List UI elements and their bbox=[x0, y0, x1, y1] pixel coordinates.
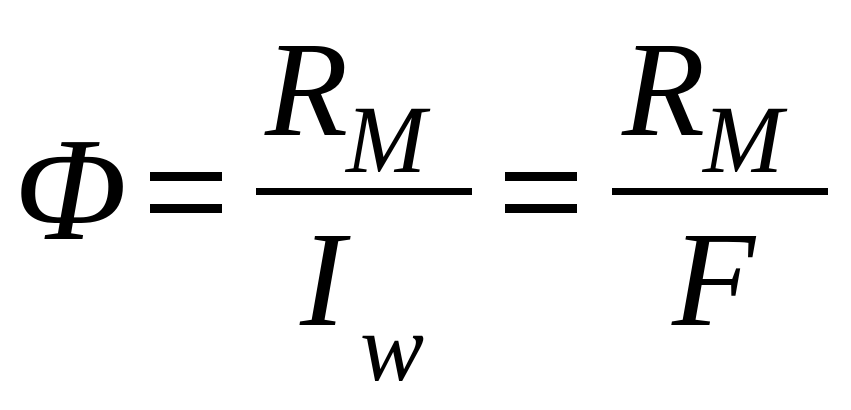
fraction-1-denominator-main: I bbox=[300, 205, 346, 355]
fraction-1-numerator-main: R bbox=[265, 15, 349, 165]
fraction-1-numerator-subscript: M bbox=[346, 86, 426, 193]
fraction-2-numerator-subscript: M bbox=[703, 86, 783, 193]
equals-sign-2-bottom bbox=[505, 204, 577, 213]
fraction-2-denominator-main: F bbox=[672, 205, 756, 355]
equals-sign-2-top bbox=[505, 172, 577, 181]
fraction-1-denominator-subscript: w bbox=[360, 294, 425, 401]
equals-sign-1-bottom bbox=[150, 204, 222, 213]
phi-symbol: Φ bbox=[14, 108, 127, 272]
fraction-2-bar bbox=[612, 188, 828, 195]
fraction-2-numerator-main: R bbox=[622, 15, 706, 165]
fraction-1-bar bbox=[256, 188, 472, 195]
equals-sign-1-top bbox=[150, 172, 222, 181]
